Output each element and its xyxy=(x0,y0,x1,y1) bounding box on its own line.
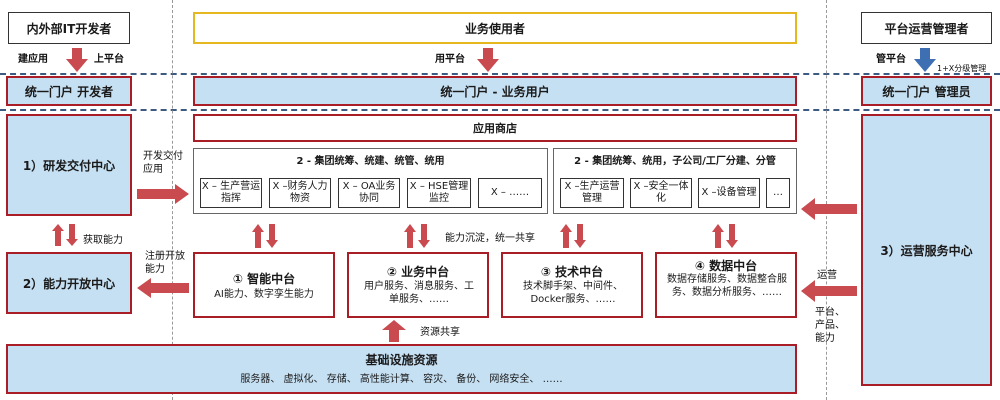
left-arrow-icon xyxy=(801,198,857,220)
group-left-title: 2 - 集团统筹、统建、统管、统用 xyxy=(296,156,445,167)
group-left-item-5: X – …… xyxy=(478,178,542,208)
tech-platform-desc: 技术脚手架、中间件、Docker服务、…… xyxy=(523,281,623,305)
data-platform-box: ④ 数据中台 数据存储服务、数据整合服务、数据分析服务、…… xyxy=(655,252,797,318)
get-capability-label: 获取能力 xyxy=(83,235,123,246)
register-capability-label: 注册开放能力 xyxy=(145,251,185,275)
on-platform-label: 上平台 xyxy=(94,54,124,65)
build-app-label: 建应用 xyxy=(18,54,48,65)
group-left-item-3: X – OA业务协同 xyxy=(338,178,400,208)
ai-platform-title: ① 智能中台 xyxy=(232,272,296,286)
data-platform-title: ④ 数据中台 xyxy=(694,259,758,273)
group-right-item-4: … xyxy=(766,178,790,208)
group-right-item-3: X –设备管理 xyxy=(698,178,760,208)
dev-role-box: 内外部IT开发者 xyxy=(8,12,130,44)
resource-share-label: 资源共享 xyxy=(420,327,460,338)
biz-platform-title: ② 业务中台 xyxy=(386,265,450,279)
ops-center-box: 3）运营服务中心 xyxy=(861,114,992,386)
operate-label: 运营 xyxy=(817,270,837,281)
ai-platform-desc: AI能力、数字孪生能力 xyxy=(214,289,314,300)
separator-right xyxy=(826,0,827,400)
group-right-box: 2 - 集团统筹、统用，子公司/工厂分建、分管 X –生产运营管理 X –安全一… xyxy=(553,148,797,214)
group-left-item-1: X – 生产营运指挥 xyxy=(200,178,262,208)
group-left-box: 2 - 集团统筹、统建、统管、统用 X – 生产营运指挥 X –财务人力物资 X… xyxy=(193,148,548,214)
right-arrow-icon xyxy=(137,184,189,204)
group-right-item-1: X –生产运营管理 xyxy=(560,178,624,208)
biz-platform-desc: 用户服务、消息服务、工单服务、…… xyxy=(364,281,474,305)
infra-title: 基础设施资源 xyxy=(365,353,438,367)
deliver-app-label: 开发交付应用 xyxy=(143,151,183,175)
portal-ops-box: 统一门户 管理员 xyxy=(861,76,992,106)
group-left-item-4: X – HSE管理监控 xyxy=(407,178,471,208)
biz-platform-box: ② 业务中台 用户服务、消息服务、工单服务、…… xyxy=(347,252,489,318)
separator-top xyxy=(0,73,1000,75)
ops-role-box: 平台运营管理者 xyxy=(861,12,992,44)
up-down-arrows-icon xyxy=(560,224,586,248)
left-arrow-icon xyxy=(137,278,189,298)
portal-biz-box: 统一门户 - 业务用户 xyxy=(193,76,797,106)
up-down-arrows-icon xyxy=(712,224,738,248)
separator-portal xyxy=(0,109,1000,111)
level-mgmt-label: 1+X分级管理 xyxy=(937,64,987,73)
separator-left xyxy=(172,0,173,400)
ops-targets-label: 平台、产品、能力 xyxy=(815,307,845,344)
tech-platform-title: ③ 技术中台 xyxy=(540,265,604,279)
group-right-item-2: X –安全一体化 xyxy=(630,178,692,208)
up-down-arrows-icon xyxy=(252,224,278,248)
capability-center-box: 2）能力开放中心 xyxy=(6,252,132,314)
capability-share-label: 能力沉淀，统一共享 xyxy=(445,233,535,244)
down-arrow-icon xyxy=(477,48,499,72)
infra-box: 基础设施资源 服务器、 虚拟化、 存储、 高性能计算、 容灾、 备份、 网络安全… xyxy=(6,344,797,394)
up-arrow-icon xyxy=(382,320,406,342)
ai-platform-box: ① 智能中台 AI能力、数字孪生能力 xyxy=(193,252,335,318)
left-arrow-icon xyxy=(801,280,857,302)
manage-platform-label: 管平台 xyxy=(876,54,906,65)
use-platform-label: 用平台 xyxy=(435,54,465,65)
portal-dev-box: 统一门户 开发者 xyxy=(6,76,132,106)
infra-desc: 服务器、 虚拟化、 存储、 高性能计算、 容灾、 备份、 网络安全、 …… xyxy=(240,374,563,385)
biz-role-box: 业务使用者 xyxy=(193,12,797,44)
data-platform-desc: 数据存储服务、数据整合服务、数据分析服务、…… xyxy=(667,274,787,298)
group-left-item-2: X –财务人力物资 xyxy=(269,178,331,208)
down-arrow-icon xyxy=(66,48,88,72)
tech-platform-box: ③ 技术中台 技术脚手架、中间件、Docker服务、…… xyxy=(501,252,643,318)
up-down-arrows-icon xyxy=(52,224,78,246)
rd-center-box: 1）研发交付中心 xyxy=(6,114,132,216)
app-store-box: 应用商店 xyxy=(193,114,797,142)
group-right-title: 2 - 集团统筹、统用，子公司/工厂分建、分管 xyxy=(574,156,776,167)
up-down-arrows-icon xyxy=(404,224,430,248)
down-arrow-blue-icon xyxy=(914,48,936,72)
